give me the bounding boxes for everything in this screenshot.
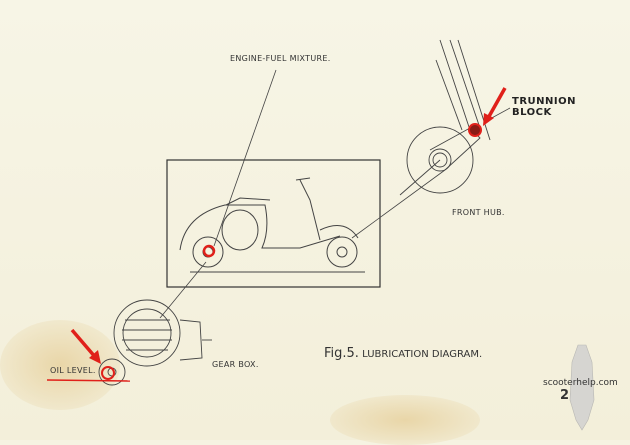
paper-stain — [330, 395, 480, 445]
engine-lube-point — [202, 244, 216, 258]
oil-level-label: OIL LEVEL. — [50, 366, 96, 375]
paper-stain — [0, 320, 120, 410]
oil-level-point — [101, 366, 115, 380]
trunnion-arrow — [485, 87, 507, 121]
leader-lines — [159, 69, 511, 319]
figure-title: LUBRICATION DIAGRAM. — [362, 349, 483, 360]
watermark-text: scooterhelp.com — [543, 378, 618, 388]
trunnion-label-line1: TRUNNION — [512, 96, 576, 107]
trunnion-lube-point — [468, 123, 482, 137]
figure-caption: Fig.5. LUBRICATION DIAGRAM. — [324, 346, 482, 361]
scooter-drawing — [179, 177, 365, 273]
scooter-frame-box — [166, 159, 381, 288]
trunnion-label-line2: BLOCK — [512, 107, 552, 118]
figure-number: Fig.5. — [324, 346, 359, 361]
gear-box-drawing — [98, 299, 212, 386]
gear-box-label: GEAR BOX. — [212, 360, 259, 369]
watermark-emblem-icon — [569, 344, 595, 431]
oil-level-arrow — [70, 328, 98, 360]
front-hub-drawing — [399, 39, 491, 196]
page-number: 2 — [560, 388, 570, 403]
engine-fuel-label: ENGINE-FUEL MIXTURE. — [230, 54, 331, 63]
trunnion-arrowhead — [483, 113, 494, 126]
trunnion-block-label: TRUNNION BLOCK — [512, 96, 576, 118]
oil-level-line — [46, 379, 131, 382]
oil-level-arrowhead — [89, 350, 101, 364]
front-hub-label: FRONT HUB. — [452, 208, 505, 217]
